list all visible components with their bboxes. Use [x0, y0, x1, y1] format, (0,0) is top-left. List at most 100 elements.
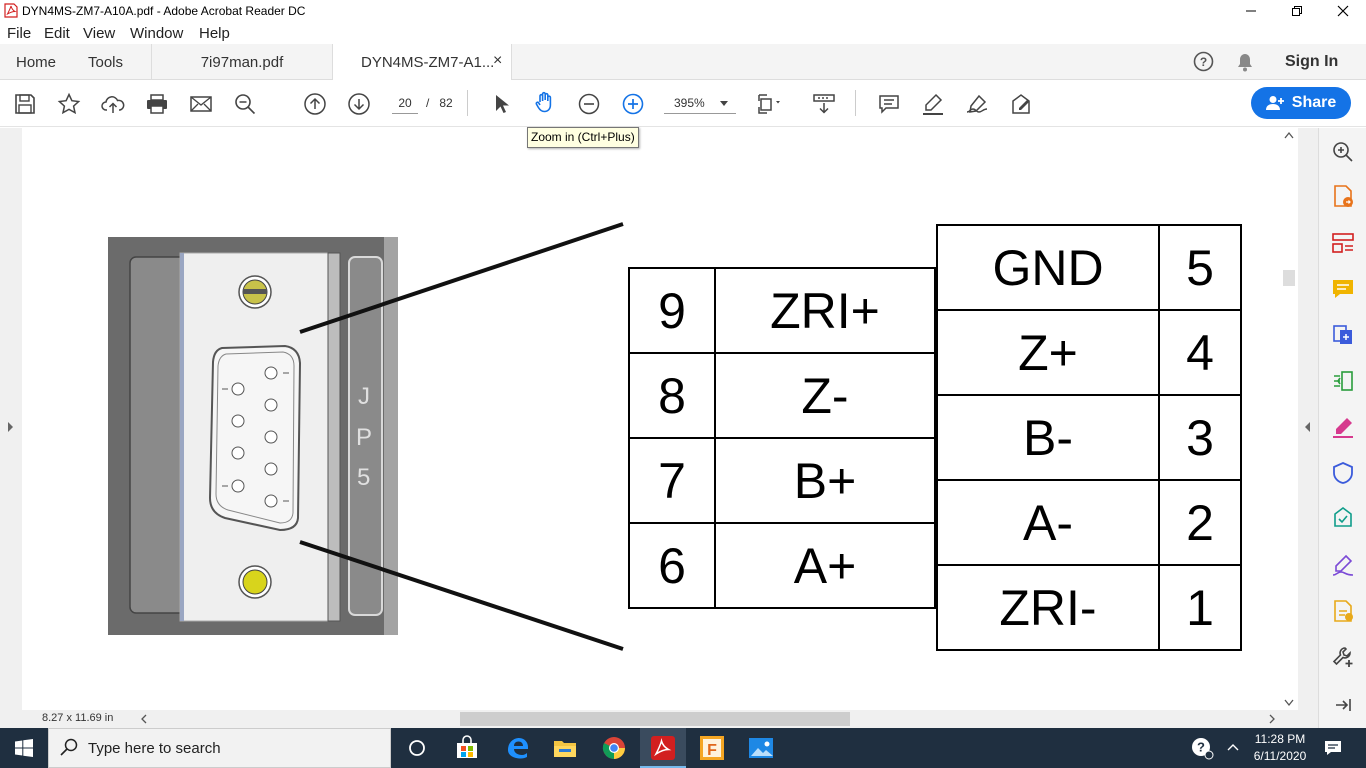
zoom-out-button[interactable]	[577, 92, 601, 116]
comment-tool-button[interactable]	[1331, 277, 1355, 301]
edit-pdf-button[interactable]	[1331, 415, 1355, 439]
file-explorer-icon[interactable]	[551, 734, 579, 762]
send-review-icon	[1334, 507, 1352, 527]
save-button[interactable]	[13, 92, 37, 116]
active-app-indicator	[640, 766, 686, 768]
microsoft-store-icon[interactable]	[453, 734, 481, 762]
page-number-input[interactable]: 20	[392, 92, 418, 114]
tab-close-button[interactable]: ×	[493, 52, 503, 69]
highlight-button[interactable]	[921, 92, 945, 116]
menu-edit[interactable]: Edit	[44, 25, 70, 42]
tab-tools[interactable]: Tools	[88, 53, 124, 71]
left-panel-toggle[interactable]	[0, 128, 22, 710]
tab-doc-7i97man[interactable]: 7i97man.pdf	[152, 44, 332, 80]
combine-files-button[interactable]	[1331, 322, 1355, 346]
more-tools-button[interactable]	[1331, 645, 1355, 669]
taskbar-search-box[interactable]	[48, 728, 391, 768]
fusion-app-icon[interactable]: F	[698, 734, 726, 762]
search-icon	[60, 738, 78, 756]
show-hidden-icons-chevron[interactable]	[1226, 742, 1240, 752]
zoom-level-select[interactable]: 395%	[664, 92, 736, 114]
upload-button[interactable]	[101, 92, 125, 116]
previous-page-button[interactable]	[303, 92, 327, 116]
email-button[interactable]	[189, 92, 213, 116]
windows-start-icon[interactable]	[15, 739, 33, 757]
vertical-scrollbar[interactable]	[1281, 128, 1298, 710]
envelope-icon	[190, 96, 212, 112]
help-icon[interactable]: ?	[1193, 51, 1214, 72]
menu-view[interactable]: View	[83, 25, 116, 42]
bookmark-star-button[interactable]	[57, 92, 81, 116]
menu-file[interactable]: File	[7, 25, 32, 42]
hand-tool-button[interactable]	[533, 90, 557, 114]
create-pdf-button[interactable]	[1331, 231, 1355, 255]
dsub-shell	[208, 344, 302, 532]
minimize-button[interactable]	[1228, 0, 1274, 22]
menu-help[interactable]: Help	[199, 25, 230, 42]
scroll-right-arrow-icon[interactable]	[1268, 714, 1276, 724]
chrome-browser-icon[interactable]	[600, 734, 628, 762]
right-panel-toggle[interactable]	[1298, 128, 1318, 710]
restore-icon	[1292, 6, 1302, 16]
protect-button[interactable]	[1331, 461, 1355, 485]
action-center-icon[interactable]	[1323, 738, 1343, 758]
leader-line-top	[299, 222, 624, 334]
table-row: 7 B+	[628, 437, 936, 524]
collapse-right-panel-icon	[1305, 422, 1310, 432]
tab-doc-dyn4ms[interactable]: DYN4MS-ZM7-A1... ×	[332, 44, 512, 81]
tab-separator	[151, 44, 152, 80]
zoom-level-value: 395%	[674, 96, 705, 110]
zoom-in-plus-icon	[622, 93, 644, 115]
export-pdf-button[interactable]	[1331, 184, 1355, 208]
pin-number: 9	[628, 267, 716, 354]
tab-home[interactable]: Home	[16, 53, 57, 71]
horizontal-scrollbar-thumb[interactable]	[460, 712, 850, 726]
acrobat-reader-taskbar-icon[interactable]	[649, 734, 677, 762]
page-fit-button[interactable]	[756, 92, 780, 116]
menu-window[interactable]: Window	[130, 25, 184, 42]
organize-pages-button[interactable]	[1331, 369, 1355, 393]
title-bar: DYN4MS-ZM7-A10A.pdf - Adobe Acrobat Read…	[0, 0, 1366, 22]
print-button[interactable]	[145, 92, 169, 116]
export-pdf-icon	[1334, 185, 1353, 207]
sign-in-link[interactable]: Sign In	[1285, 53, 1339, 70]
printer-icon	[147, 94, 167, 114]
close-window-button[interactable]	[1320, 0, 1366, 22]
zoom-in-button[interactable]	[621, 92, 645, 116]
scroll-down-arrow-icon[interactable]	[1284, 699, 1294, 707]
jp5-letter: 5	[357, 464, 371, 491]
share-button[interactable]: Share	[1251, 87, 1351, 119]
document-send-icon	[1334, 600, 1353, 622]
search-tool-button[interactable]	[1331, 140, 1355, 164]
pin-number: 8	[628, 352, 716, 439]
help-tray-icon[interactable]: ?	[1190, 736, 1214, 760]
task-view-icon[interactable]	[403, 734, 431, 762]
taskbar-clock[interactable]: 11:28 PM 6/11/2020	[1250, 731, 1310, 765]
send-for-review-button[interactable]	[1331, 506, 1355, 530]
fill-sign-button[interactable]	[1009, 92, 1033, 116]
select-tool-button[interactable]	[490, 92, 514, 116]
pinout-table-left: 9 ZRI+ 8 Z- 7 B+ 6 A+	[628, 267, 936, 609]
vertical-scrollbar-thumb[interactable]	[1283, 270, 1295, 286]
restore-button[interactable]	[1274, 0, 1320, 22]
add-user-icon	[1265, 96, 1284, 110]
draw-button[interactable]	[965, 92, 989, 116]
comment-button[interactable]	[877, 92, 901, 116]
leader-line-bottom	[299, 540, 624, 651]
scroll-left-arrow-icon[interactable]	[140, 714, 148, 724]
collapse-tools-button[interactable]	[1331, 693, 1355, 717]
notifications-bell-icon[interactable]	[1236, 52, 1254, 72]
scroll-mode-button[interactable]	[812, 92, 836, 116]
edge-browser-icon[interactable]	[503, 734, 531, 762]
combine-files-icon	[1333, 325, 1352, 344]
scroll-up-arrow-icon[interactable]	[1284, 131, 1294, 139]
pin-number: 7	[628, 437, 716, 524]
next-page-button[interactable]	[347, 92, 371, 116]
fill-sign-tool-button[interactable]	[1331, 553, 1355, 577]
find-button[interactable]	[233, 92, 257, 116]
send-files-button[interactable]	[1331, 599, 1355, 623]
sign-icon	[1332, 554, 1354, 576]
pinout-table-right: GND 5 Z+ 4 B- 3 A- 2 ZRI- 1	[936, 224, 1242, 651]
photos-app-icon[interactable]	[747, 734, 775, 762]
